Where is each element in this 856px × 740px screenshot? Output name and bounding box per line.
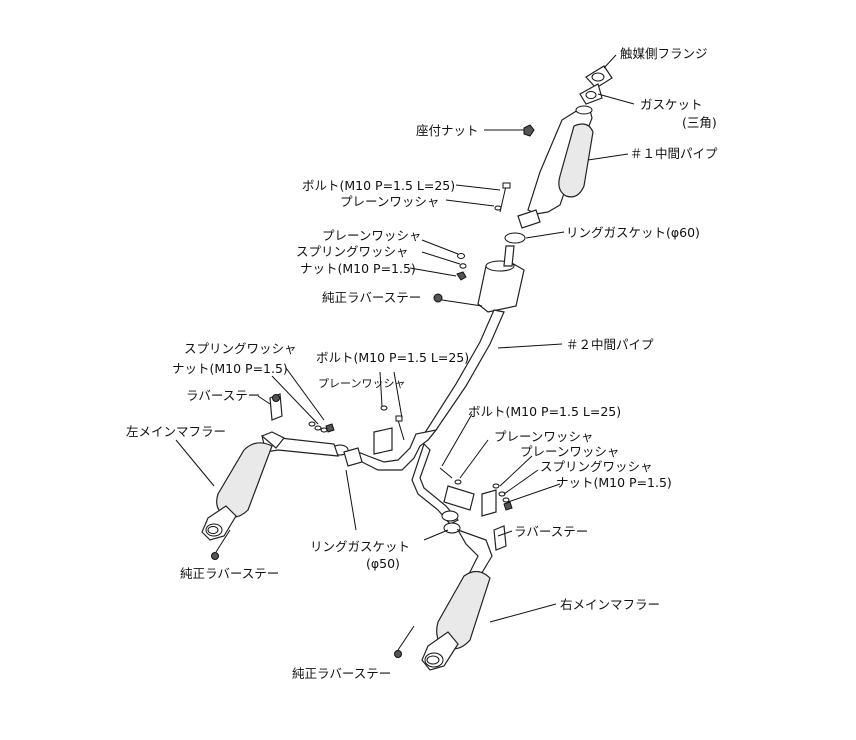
center-muffler — [477, 245, 525, 313]
label-rubber-stay-right: ラバーステー — [514, 524, 589, 539]
ring-gasket-50-right — [441, 510, 461, 534]
label-ring-gasket-60: リングガスケット(φ60) — [566, 225, 700, 240]
label-oem-rubber-stay-top: 純正ラバーステー — [322, 290, 422, 305]
leader-lines — [175, 54, 635, 623]
label-spring-washer-left: スプリングワッシャ — [184, 341, 297, 356]
label-washer-top: プレーンワッシャ — [340, 194, 440, 209]
label-rubber-stay-left: ラバーステー — [186, 388, 261, 403]
seat-nut — [523, 124, 535, 137]
mid-pipe-2 — [356, 309, 505, 525]
label-catalyst-flange: 触媒側フランジ — [620, 46, 708, 61]
label-seat-nut: 座付ナット — [416, 123, 479, 138]
label-ring-gasket-50: リングガスケット — [310, 539, 411, 554]
label-nut-top: ナット(M10 P=1.5) — [300, 261, 416, 276]
left-main-muffler-part — [201, 393, 339, 560]
label-oem-rubber-stay-bottom: 純正ラバーステー — [292, 666, 392, 681]
label-gasket-sub: (三角) — [682, 115, 717, 130]
ring-gasket-60 — [504, 232, 526, 244]
label-bolt-right: ボルト(M10 P=1.5 L=25) — [468, 404, 622, 419]
triangle-gasket — [579, 83, 603, 105]
mid-pipe-1 — [517, 105, 594, 229]
washer-stack-top — [456, 253, 467, 281]
label-ring-gasket-50-sub: (φ50) — [366, 556, 400, 571]
label-washer-2: プレーンワッシャ — [322, 228, 422, 243]
label-bolt-mid: ボルト(M10 P=1.5 L=25) — [316, 350, 470, 365]
oem-rubber-stay-top-part — [433, 293, 483, 307]
label-mid-pipe-1: ＃１中間パイプ — [630, 146, 718, 161]
label-spring-washer-right: スプリングワッシャ — [540, 459, 653, 474]
label-oem-rubber-stay-left: 純正ラバーステー — [180, 566, 280, 581]
label-bolt-top: ボルト(M10 P=1.5 L=25) — [302, 178, 456, 193]
label-mid-pipe-2: ＃２中間パイプ — [566, 337, 654, 352]
bolt-top — [494, 182, 511, 213]
bolt-mid — [380, 405, 405, 441]
label-nut-left: ナット(M10 P=1.5) — [172, 361, 288, 376]
label-washer-right-1: プレーンワッシャ — [494, 429, 594, 444]
label-left-main-muffler: 左メインマフラー — [126, 424, 227, 439]
label-washer-mid: プレーンワッシャ — [318, 377, 406, 390]
label-right-main-muffler: 右メインマフラー — [560, 597, 661, 612]
label-nut-right: ナット(M10 P=1.5) — [556, 475, 672, 490]
washer-stack-right — [492, 483, 513, 511]
washer-stack-left — [308, 421, 335, 433]
label-spring-washer-top: スプリングワッシャ — [296, 244, 409, 259]
catalyst-flange — [585, 65, 613, 89]
right-main-muffler-part — [394, 525, 507, 671]
bracket-right-mid — [481, 489, 497, 517]
label-gasket: ガスケット — [640, 97, 703, 112]
label-washer-right-2: プレーンワッシャ — [520, 444, 620, 459]
bolt-right — [439, 467, 462, 485]
bracket-left-mid — [373, 427, 393, 455]
